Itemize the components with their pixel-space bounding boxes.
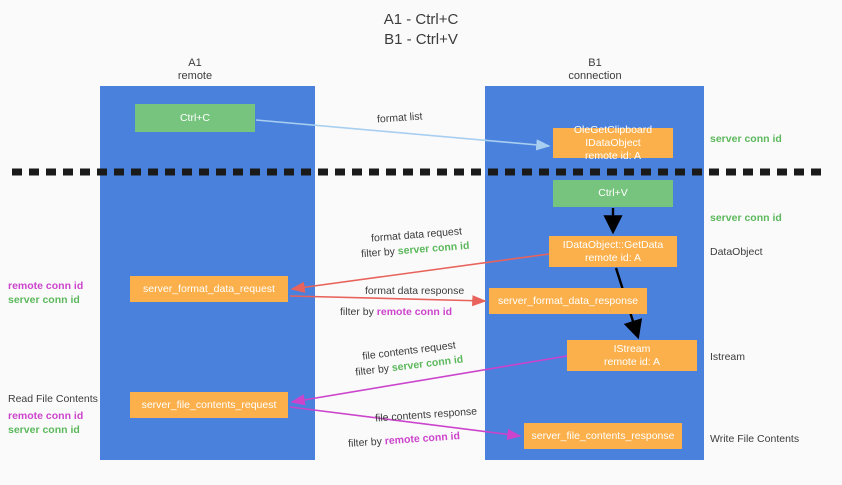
- column-header-a1-role: remote: [177, 70, 213, 82]
- box-ole-get-clipboard-label: OleGetClipboard IDataObject remote id: A: [557, 124, 669, 163]
- box-ole-get-clipboard[interactable]: OleGetClipboard IDataObject remote id: A: [553, 124, 673, 162]
- box-server-file-contents-request-label: server_file_contents_request: [141, 398, 277, 411]
- box-idataobject-getdata-line2: remote id: A: [584, 251, 641, 264]
- column-header-b1: B1 connection: [515, 57, 675, 83]
- box-idataobject-getdata[interactable]: IDataObject::GetData remote id: A: [549, 236, 677, 267]
- box-ole-get-clipboard-line2: remote id: A: [584, 149, 642, 162]
- filter-by-text-1: filter by: [360, 245, 399, 261]
- filter-by-text-3: filter by: [354, 362, 393, 379]
- box-istream-line2: remote id: A: [603, 355, 661, 368]
- annotation-server-conn-id-upper: server conn id: [8, 294, 80, 306]
- remote-conn-id-text-2: remote conn id: [376, 306, 453, 318]
- annotation-server-conn-id-lower: server conn id: [8, 424, 80, 436]
- annotation-remote-conn-id-upper: remote conn id: [8, 280, 84, 292]
- column-header-a1: A1 remote: [115, 57, 275, 83]
- column-header-b1-role: connection: [568, 70, 622, 82]
- filter-by-text-2: filter by: [340, 306, 377, 318]
- column-header-a1-name: A1: [188, 57, 202, 69]
- filter-by-text-4: filter by: [347, 435, 386, 450]
- box-server-file-contents-response[interactable]: server_file_contents_response: [524, 423, 682, 449]
- annotation-server-conn-id-top: server conn id: [710, 133, 782, 145]
- box-istream[interactable]: IStream remote id: A: [567, 340, 697, 371]
- label-format-data-response: format data response: [365, 285, 465, 297]
- box-server-file-contents-response-label: server_file_contents_response: [531, 429, 675, 442]
- annotation-istream: Istream: [710, 351, 746, 363]
- annotation-remote-conn-id-lower: remote conn id: [8, 410, 84, 422]
- label-file-contents-response-filter: filter by remote conn id: [348, 429, 461, 451]
- annotation-conn-ids-lower: remote conn id server conn id: [8, 409, 83, 437]
- box-istream-label: IStream remote id: A: [604, 343, 660, 369]
- box-ctrl-v[interactable]: Ctrl+V: [553, 180, 673, 207]
- box-ctrl-c-label: Ctrl+C: [179, 111, 211, 124]
- label-file-contents-response: file contents response: [374, 405, 478, 425]
- page-title: A1 - Ctrl+C B1 - Ctrl+V: [0, 10, 842, 50]
- column-header-b1-name: B1: [588, 57, 602, 69]
- box-idataobject-getdata-line1: IDataObject::GetData: [562, 238, 664, 251]
- box-server-format-data-request-label: server_format_data_request: [143, 282, 275, 295]
- box-server-format-data-response[interactable]: server_format_data_response: [489, 288, 647, 314]
- remote-conn-id-text-4: remote conn id: [384, 430, 461, 448]
- box-ctrl-c[interactable]: Ctrl+C: [135, 104, 255, 132]
- label-format-list: format list: [376, 110, 423, 126]
- title-line-2: B1 - Ctrl+V: [384, 31, 458, 48]
- box-idataobject-getdata-label: IDataObject::GetData remote id: A: [563, 239, 663, 265]
- title-line-1: A1 - Ctrl+C: [383, 11, 459, 28]
- box-ole-get-clipboard-line1: OleGetClipboard IDataObject: [573, 123, 653, 149]
- box-istream-line1: IStream: [613, 342, 651, 355]
- annotation-dataobject: DataObject: [710, 246, 763, 258]
- box-server-format-data-response-label: server_format_data_response: [497, 294, 639, 307]
- annotation-conn-ids-upper: remote conn id server conn id: [8, 279, 83, 307]
- box-ctrl-v-label: Ctrl+V: [598, 187, 628, 199]
- box-server-format-data-request[interactable]: server_format_data_request: [130, 276, 288, 302]
- label-format-data-response-filter: filter by remote conn id: [340, 305, 452, 319]
- box-server-file-contents-request[interactable]: server_file_contents_request: [130, 392, 288, 418]
- annotation-server-conn-id-mid: server conn id: [710, 212, 782, 224]
- annotation-write-file-contents: Write File Contents: [710, 433, 800, 445]
- annotation-read-file-contents: Read File Contents: [8, 393, 98, 405]
